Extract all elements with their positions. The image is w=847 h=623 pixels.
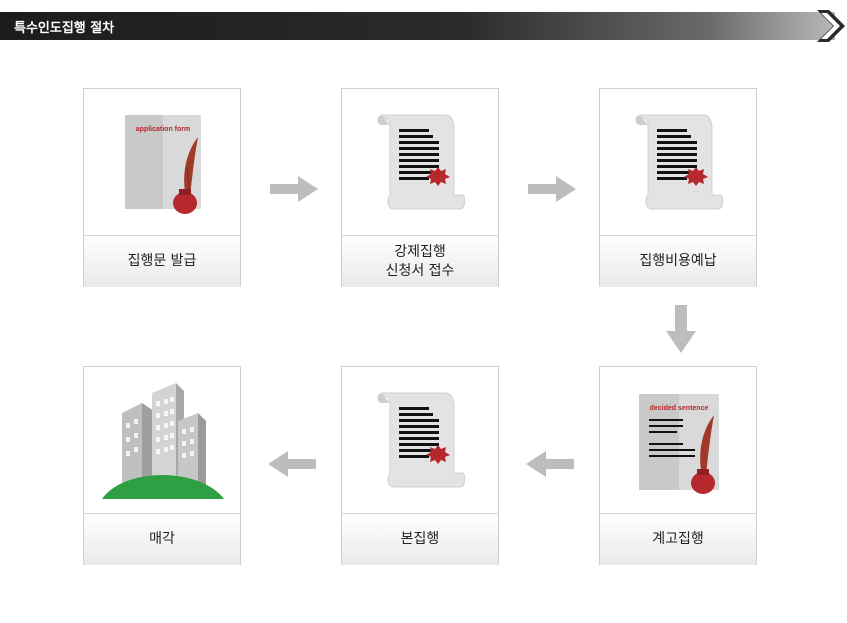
step-label: 강제집행 신청서 접수 xyxy=(342,235,498,287)
step-label: 매각 xyxy=(84,513,240,565)
form-icon-text: decided sentence xyxy=(650,405,709,412)
sealed-scroll-icon xyxy=(600,89,756,234)
step-card-3: 집행비용예납 xyxy=(599,88,757,287)
buildings-icon xyxy=(84,367,240,512)
arrow-right-icon xyxy=(270,176,318,202)
step-card-6: 매각 xyxy=(83,366,241,565)
step-card-2: 강제집행 신청서 접수 xyxy=(341,88,499,287)
decided-sentence-quill-icon: decided sentence xyxy=(600,367,756,512)
page-title: 특수인도집행 절차 xyxy=(14,21,115,36)
form-icon-text: application form xyxy=(136,126,190,133)
step-label: 집행문 발급 xyxy=(84,235,240,287)
sealed-scroll-icon xyxy=(342,367,498,512)
arrow-left-icon xyxy=(526,451,574,477)
step-label: 계고집행 xyxy=(600,513,756,565)
header-bar xyxy=(0,12,835,40)
sealed-scroll-icon xyxy=(342,89,498,234)
step-label: 집행비용예납 xyxy=(600,235,756,287)
step-card-1: application form 집행문 발급 xyxy=(83,88,241,287)
step-card-5: 본집행 xyxy=(341,366,499,565)
section-header: 특수인도집행 절차 xyxy=(0,8,847,44)
arrow-right-icon xyxy=(528,176,576,202)
step-label: 본집행 xyxy=(342,513,498,565)
step-card-4: decided sentence 계고집행 xyxy=(599,366,757,565)
arrow-down-icon xyxy=(666,305,696,353)
arrow-left-icon xyxy=(268,451,316,477)
chevron-right-icon xyxy=(817,10,845,42)
application-form-quill-icon: application form xyxy=(84,89,240,234)
